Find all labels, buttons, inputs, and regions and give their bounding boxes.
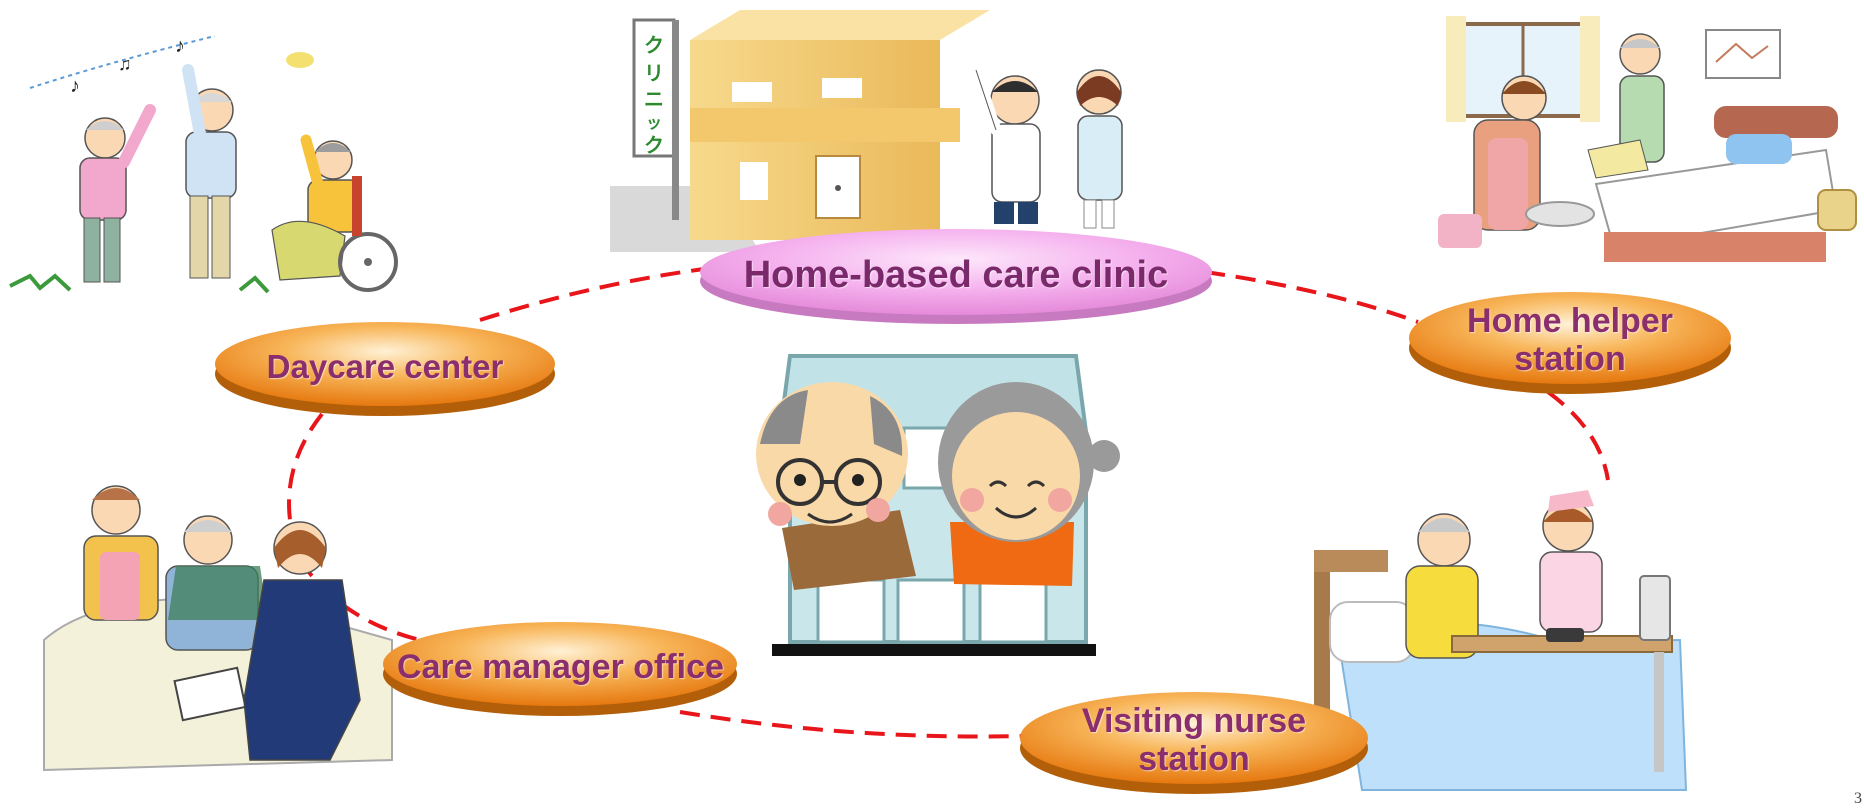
connector-clinic-helper — [1204, 270, 1419, 324]
node-label-helper: Home helper station — [1467, 301, 1673, 378]
node-label-daycare: Daycare center — [266, 347, 504, 385]
clinic-building-illustration: ク リ ニ ッ ク — [610, 10, 1123, 252]
daycare-oval — [215, 322, 555, 406]
node-label-clinic: Home-based care clinic — [743, 253, 1169, 296]
node-home-helper-station: Home helper station — [1409, 286, 1731, 394]
svg-text:ク: ク — [644, 34, 664, 57]
caremgr-oval — [383, 622, 737, 706]
svg-text:♫: ♫ — [118, 54, 132, 74]
node-label-caremgr: Care manager office — [397, 647, 724, 686]
svg-text:♪: ♪ — [70, 75, 80, 97]
svg-text:リ: リ — [644, 63, 664, 85]
node-home-based-care-clinic: Home-based care clinic — [700, 226, 1212, 324]
node-visiting-nurse-station: Visiting nurse station — [1020, 686, 1368, 794]
svg-text:ニ: ニ — [644, 89, 664, 111]
connector-daycare-clinic — [479, 266, 713, 322]
svg-text:ク: ク — [644, 134, 664, 157]
oval-shapes — [215, 229, 1731, 794]
visiting-nurse-illustration — [1314, 490, 1688, 791]
clinic-oval — [700, 229, 1212, 315]
connector-caremgr-nurse — [679, 710, 1025, 739]
svg-text:ッ: ッ — [646, 115, 662, 132]
node-care-manager-office: Care manager office — [383, 618, 738, 716]
nurse-oval — [1020, 692, 1368, 784]
elderly-couple-home-illustration — [756, 354, 1120, 656]
svg-text:♪: ♪ — [175, 35, 185, 57]
daycare-exercise-illustration: ♪ ♫ ♪ — [9, 35, 398, 294]
page-number: 3 — [1854, 790, 1862, 807]
node-label-nurse: Visiting nurse station — [1081, 701, 1307, 778]
connector-helper-nurse — [1546, 390, 1610, 481]
home-helper-illustration — [1438, 16, 1857, 262]
node-daycare-center: Daycare center — [215, 318, 555, 416]
helper-oval — [1409, 292, 1731, 384]
care-manager-illustration — [43, 485, 393, 772]
